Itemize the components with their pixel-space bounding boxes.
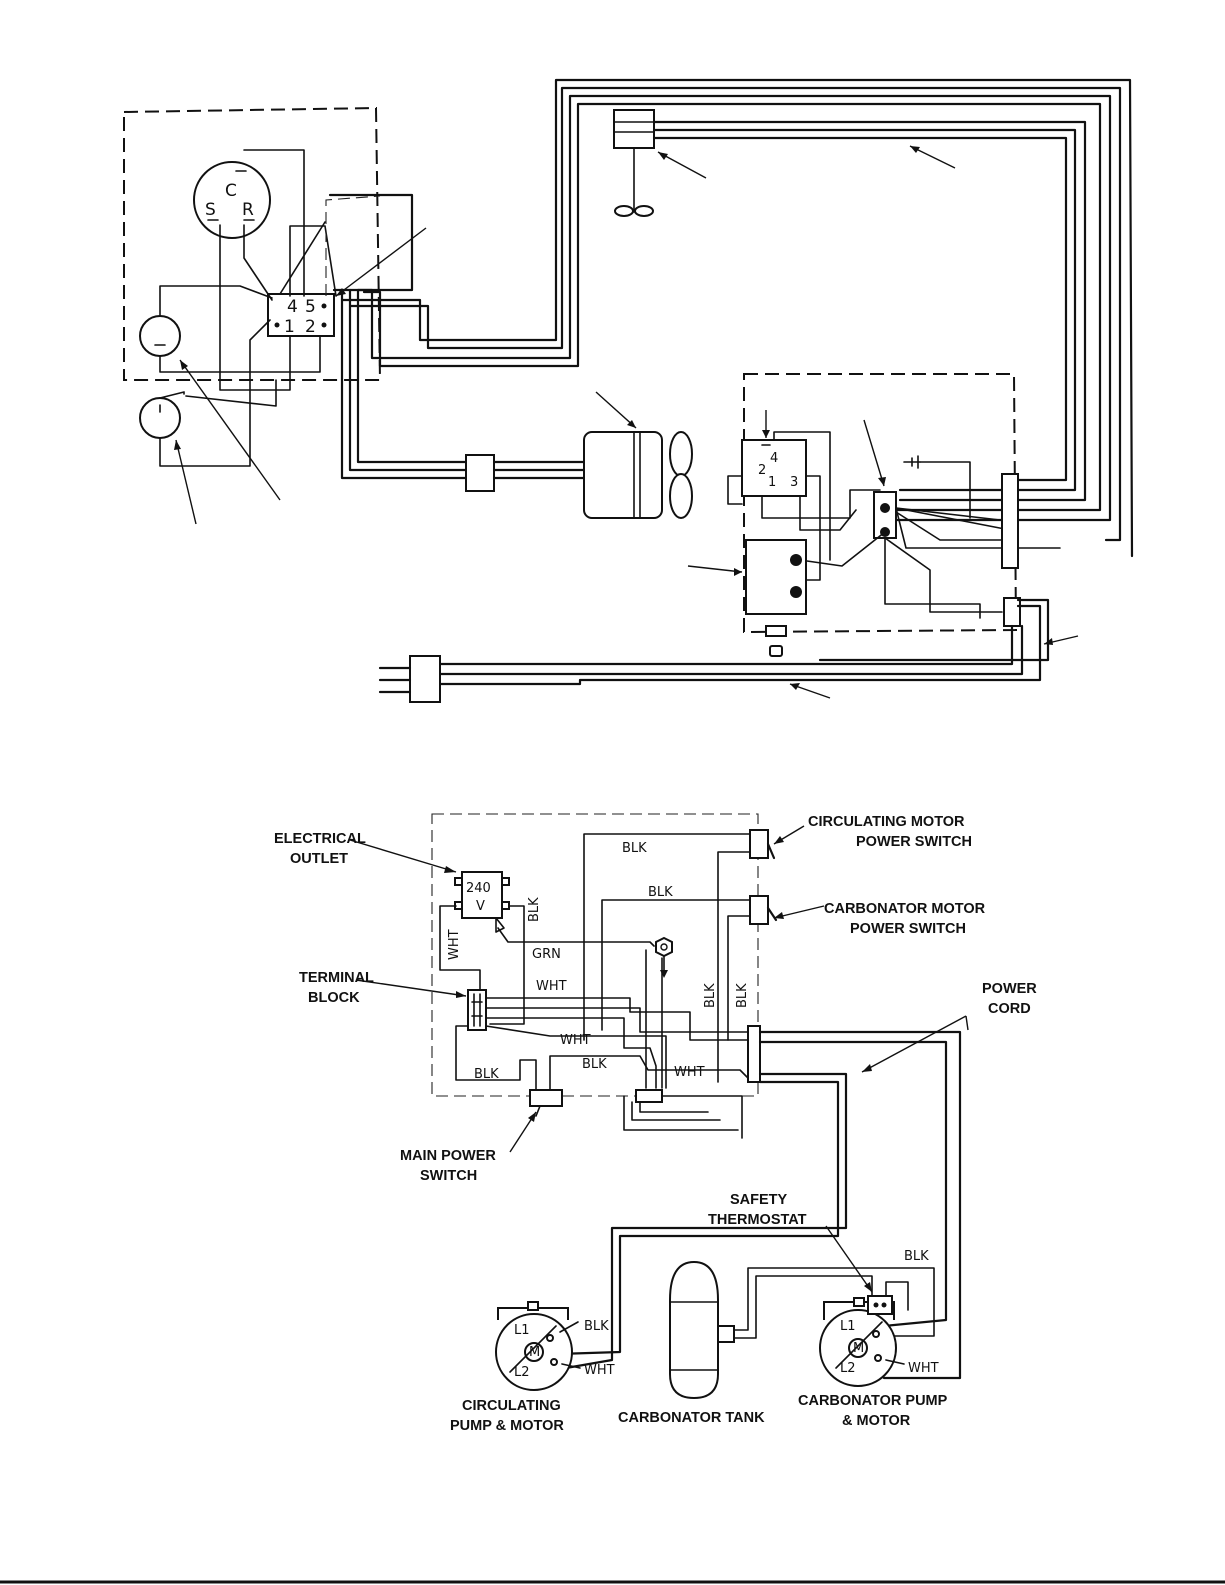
label-outlet: OUTLET xyxy=(290,851,348,867)
outlet-rating-volts: 240 xyxy=(466,881,491,896)
control-terminal-1: 1 xyxy=(768,475,776,490)
carb-motor-center: M xyxy=(853,1341,864,1356)
compressor-terminal-c: C xyxy=(225,181,237,201)
label-power: POWER xyxy=(982,981,1037,997)
run-capacitor xyxy=(139,315,181,357)
drain-fitting xyxy=(765,625,787,637)
control-terminal-3: 3 xyxy=(790,475,798,490)
wire-label-blk-7: BLK xyxy=(735,983,750,1008)
label-main-switch: SWITCH xyxy=(420,1168,477,1184)
terminal-block xyxy=(467,989,487,1031)
label-circulating-power-switch: POWER SWITCH xyxy=(856,834,972,850)
main-power-switch[interactable] xyxy=(529,1089,563,1107)
electrical-outlet: 240 V xyxy=(454,871,510,933)
relay-terminal-4: 4 xyxy=(287,297,298,317)
label-carbonator-motor: CARBONATOR MOTOR xyxy=(824,901,986,917)
wire-label-blk-carb: BLK xyxy=(904,1249,929,1264)
power-cord-strain-relief xyxy=(747,1025,761,1083)
safety-thermostat xyxy=(867,1295,893,1315)
label-terminal: TERMINAL xyxy=(299,970,374,986)
start-relay: 4 5 1 2 xyxy=(267,293,335,337)
circulating-pump-motor: L1 L2 M xyxy=(495,1301,573,1391)
condenser-fan-motor xyxy=(583,431,693,519)
condensing-unit-enclosure xyxy=(123,106,382,381)
wire-label-wht-carb: WHT xyxy=(908,1361,939,1376)
label-carbonator-pump: CARBONATOR PUMP xyxy=(798,1393,948,1409)
wire-label-wht-3: WHT xyxy=(560,1033,591,1048)
label-block: BLOCK xyxy=(308,990,360,1006)
label-cord: CORD xyxy=(988,1001,1031,1017)
label-main-power: MAIN POWER xyxy=(400,1148,496,1164)
carbonator-motor-power-switch[interactable] xyxy=(749,895,769,925)
wire-label-blk-4: BLK xyxy=(474,1067,499,1082)
relay-terminal-5: 5 xyxy=(305,297,316,317)
circ-motor-center: M xyxy=(529,1345,540,1360)
label-pump-motor: PUMP & MOTOR xyxy=(450,1418,564,1434)
control-terminal-4: 4 xyxy=(770,451,778,466)
circulating-motor-power-switch[interactable] xyxy=(749,829,769,859)
carb-motor-terminal-l1: L1 xyxy=(840,1319,856,1334)
wire-label-blk-5: BLK xyxy=(582,1057,607,1072)
outlet-rating-unit: V xyxy=(476,899,485,914)
control-terminal-2: 2 xyxy=(758,463,766,478)
agitator-motor xyxy=(613,109,655,217)
conduit-connector xyxy=(465,454,495,492)
compressor: C S R xyxy=(193,161,271,239)
wire-label-wht-2: WHT xyxy=(536,979,567,994)
wire-label-wht-1: WHT xyxy=(447,929,462,960)
control-relay: 4 2 1 3 xyxy=(741,439,807,497)
label-circulating: CIRCULATING xyxy=(462,1398,561,1414)
cabinet-outline xyxy=(431,813,759,1097)
label-thermostat: THERMOSTAT xyxy=(708,1212,807,1228)
wire-label-blk-2: BLK xyxy=(648,885,673,900)
harness-connector xyxy=(635,1089,663,1103)
power-cord-plug xyxy=(409,655,441,703)
ground-screw xyxy=(655,936,673,958)
label-safety: SAFETY xyxy=(730,1192,788,1208)
label-electrical: ELECTRICAL xyxy=(274,831,366,847)
wire-label-blk-1: BLK xyxy=(622,841,647,856)
carb-motor-terminal-l2: L2 xyxy=(840,1361,856,1376)
top-wiring-diagram: C S R 4 5 1 2 xyxy=(123,78,1134,703)
wire-label-wht-4: WHT xyxy=(674,1065,705,1080)
compressor-terminal-s: S xyxy=(205,200,216,220)
relay-terminal-2: 2 xyxy=(305,317,316,337)
wire-label-wht-circ: WHT xyxy=(584,1363,615,1378)
carbonator-tank xyxy=(669,1260,735,1400)
label-circulating-motor: CIRCULATING MOTOR xyxy=(808,814,965,830)
bottom-wiring-diagram: 240 V xyxy=(274,813,1037,1434)
label-carbonator-motor-line2: & MOTOR xyxy=(842,1413,911,1429)
relay-terminal-1: 1 xyxy=(284,317,295,337)
fan-motor-pointer xyxy=(595,391,637,429)
compressor-terminal-r: R xyxy=(242,200,254,220)
carbonator-pump-motor: L1 L2 M xyxy=(819,1295,897,1387)
wire-label-blk-3: BLK xyxy=(527,897,542,922)
wire-label-grn: GRN xyxy=(532,947,561,962)
label-carbonator-tank: CARBONATOR TANK xyxy=(618,1410,765,1426)
start-capacitor xyxy=(139,397,181,439)
contactor xyxy=(745,539,807,615)
circ-motor-terminal-l2: L2 xyxy=(514,1365,530,1380)
wire-label-blk-6: BLK xyxy=(703,983,718,1008)
circ-motor-terminal-l1: L1 xyxy=(514,1323,530,1338)
label-carbonator-power-switch: POWER SWITCH xyxy=(850,921,966,937)
wire-label-blk-circ: BLK xyxy=(584,1319,609,1334)
control-box-enclosure xyxy=(743,373,1018,634)
